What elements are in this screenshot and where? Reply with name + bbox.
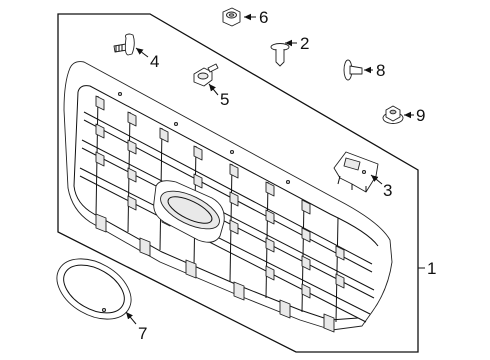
callout-9: 9 — [416, 106, 425, 125]
part-8-retainer — [343, 59, 363, 81]
callout-5: 5 — [220, 90, 229, 109]
part-2-push-pin — [270, 43, 290, 67]
leader-7 — [125, 311, 137, 325]
leader-4 — [135, 47, 149, 58]
part-6-nut — [222, 7, 241, 27]
part-3-bracket — [333, 151, 379, 193]
callout-7: 7 — [138, 324, 147, 343]
grille-assembly — [63, 61, 393, 333]
assembly-outline — [57, 13, 419, 353]
callout-1: 1 — [427, 259, 436, 278]
part-7-emblem — [56, 258, 132, 320]
leader-5 — [208, 83, 219, 96]
part-5-stud-nut — [193, 63, 219, 87]
leader-3 — [370, 174, 383, 185]
callout-2: 2 — [300, 34, 309, 53]
part-4-bolt — [113, 33, 135, 56]
callout-8: 8 — [376, 61, 385, 80]
callout-4: 4 — [150, 52, 159, 71]
callout-6: 6 — [259, 8, 268, 27]
callout-3: 3 — [383, 181, 392, 200]
part-9-flange-nut — [382, 105, 404, 124]
